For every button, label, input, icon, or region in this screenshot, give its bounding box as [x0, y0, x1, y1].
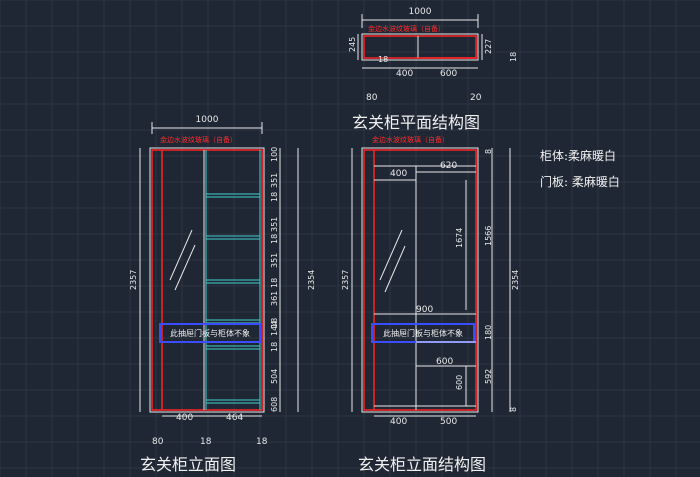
left-bottom-row-1: 80 [152, 437, 164, 447]
left-shelf-dim: 18 [270, 318, 279, 328]
left-bottom-1: 400 [176, 413, 193, 423]
material-notes: 柜体:柔麻暖白 门板: 柔麻暖白 [540, 148, 620, 189]
plan-top-dim: 1000 [409, 7, 432, 17]
right-r-top: 8 [484, 149, 493, 154]
right-w-drawer: 600 [436, 357, 453, 367]
plan-left-dim: 245 [348, 37, 357, 52]
left-total-dim: 2354 [307, 270, 316, 290]
left-shelf-dim: 18 [270, 278, 279, 288]
right-w-top-right: 620 [440, 161, 457, 171]
right-w-top-left: 400 [390, 169, 407, 179]
left-height-dim: 2357 [129, 270, 138, 290]
left-shelf-dim: 351 [270, 173, 279, 188]
left-shelf-dim: 361 [270, 291, 279, 306]
left-top-dim: 1000 [196, 115, 219, 125]
left-shelf-dim: 100 [270, 147, 279, 162]
left-shelf-dim: 351 [270, 253, 279, 268]
left-shelves [206, 193, 260, 404]
right-r2: 180 [484, 325, 493, 340]
plan-bottom-right: 20 [470, 93, 482, 103]
plan-right2-dim: 18 [509, 52, 518, 62]
left-mirror-note: 金边水波纹玻璃（自备） [160, 135, 237, 144]
plan-right-dim: 227 [484, 39, 493, 54]
left-elev-title: 玄关柜立面图 [140, 455, 236, 474]
left-shelf-dim: 351 [270, 217, 279, 232]
material-body: 柜体:柔麻暖白 [540, 148, 616, 163]
left-bottom-row-2: 18 [200, 437, 212, 447]
left-elevation: 1000 金边水波纹玻璃（自备） 此抽屉门板与柜体不象 2357 100 351 1… [129, 115, 316, 474]
plan-w2: 600 [440, 69, 457, 79]
right-w-mid: 900 [416, 305, 433, 315]
plan-inner-dim: 18 [378, 55, 388, 64]
plan-view: 1000 金边水波纹玻璃（自备） 245 18 400 600 227 18 8… [348, 7, 518, 132]
left-shelf-dim: 144 [270, 321, 279, 336]
right-elev-title: 玄关柜立面结构图 [358, 455, 486, 474]
left-bottom-row-3: 18 [256, 437, 268, 447]
right-bottom-2: 500 [440, 417, 457, 427]
plan-w1: 400 [396, 69, 413, 79]
right-height-dim: 2357 [341, 270, 350, 290]
left-bottom-2: 464 [226, 413, 243, 423]
left-shelf-dim: 504 [270, 369, 279, 384]
plan-mirror-note: 金边水波纹玻璃（自备） [368, 24, 445, 33]
right-drawer-note: 此抽屉门板与柜体不象 [383, 328, 463, 338]
plan-title: 玄关柜平面结构图 [352, 113, 480, 132]
left-shelf-dim: 18 [270, 342, 279, 352]
right-h1: 1674 [455, 228, 464, 248]
right-bottom-1: 400 [390, 417, 407, 427]
right-elevation: 金边水波纹玻璃（自备） 400 620 1674 900 此抽屉门板与柜体不象 … [341, 135, 520, 474]
left-shelf-dim: 18 [270, 234, 279, 244]
right-r1: 1566 [484, 226, 493, 246]
plan-bottom-left: 80 [366, 93, 378, 103]
right-r3: 592 [484, 369, 493, 384]
material-door: 门板: 柔麻暖白 [540, 174, 620, 189]
right-r-bot: 8 [509, 407, 518, 412]
right-h-drawer: 600 [455, 375, 464, 390]
left-drawer-box [159, 323, 261, 343]
left-shelf-dim: 18 [270, 192, 279, 202]
right-total-dim: 2354 [511, 270, 520, 290]
left-drawer-note: 此抽屉门板与柜体不象 [170, 328, 250, 338]
right-mirror-note: 金边水波纹玻璃（自备） [372, 135, 449, 144]
left-shelf-dim: 608 [270, 397, 279, 412]
